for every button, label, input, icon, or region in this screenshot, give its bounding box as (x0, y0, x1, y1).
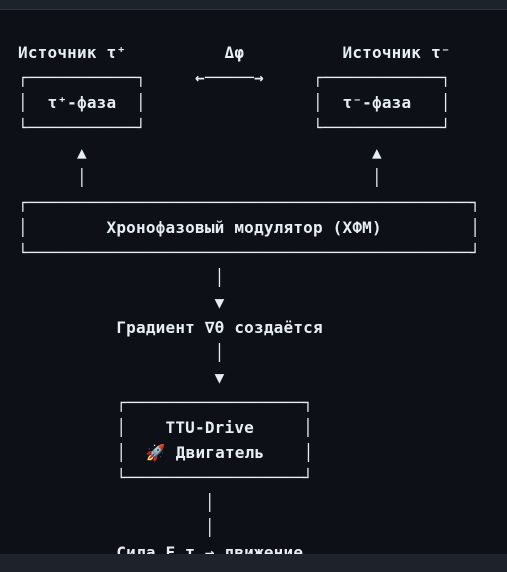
diagram-line: Градиент ∇θ создаётся (18, 318, 323, 337)
diagram-line: │ (18, 493, 215, 512)
diagram-line: │ (18, 343, 225, 362)
bottom-strip (0, 554, 507, 572)
diagram-line: │ (18, 268, 225, 287)
diagram-line: └───────────────────────────────────────… (18, 243, 481, 262)
diagram-line: │ τ⁺-фаза │ │ τ⁻-фаза │ (18, 93, 451, 112)
ascii-diagram: Источник τ⁺ Δφ Источник τ⁻ ┌───────────┐… (18, 40, 480, 565)
diagram-line: ┌───────────────────────────────────────… (18, 193, 481, 212)
diagram-line: │ TTU-Drive │ (18, 418, 313, 437)
diagram-line: │ (18, 518, 215, 537)
diagram-line: └───────────┘ └────────────┘ (18, 118, 451, 137)
diagram-line: ▲ ▲ (18, 143, 382, 162)
diagram-line: │ Хронофазовый модулятор (ХФМ) │ (18, 218, 481, 237)
diagram-line: ▼ (18, 293, 225, 312)
diagram-line: Источник τ⁺ Δφ Источник τ⁻ (18, 43, 451, 62)
diagram-line: └──────────────────┘ (18, 468, 313, 487)
diagram-line: ┌──────────────────┐ (18, 393, 313, 412)
diagram-line: ┌───────────┐ ←─────→ ┌────────────┐ (18, 68, 451, 87)
diagram-line: │ │ (18, 168, 382, 187)
diagram-line: │ 🚀 Двигатель │ (18, 443, 314, 462)
code-block-panel: Источник τ⁺ Δφ Источник τ⁻ ┌───────────┐… (0, 9, 507, 562)
diagram-line: ▼ (18, 368, 225, 387)
